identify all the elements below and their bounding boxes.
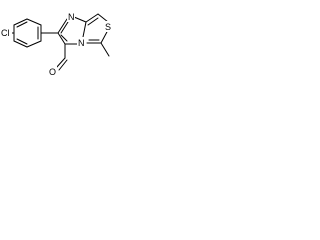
bond <box>82 21 87 38</box>
structure-diagram: Cl N N S O <box>0 0 154 80</box>
thiazole-ring <box>85 13 109 44</box>
chlorine-label: Cl <box>1 28 10 38</box>
bond <box>13 40 28 48</box>
bond <box>97 13 109 23</box>
double-bond-inner <box>16 21 28 28</box>
label-nitrogen-top: N <box>67 11 75 22</box>
nitrogen-label: N <box>78 38 85 48</box>
oxygen-label: O <box>49 67 56 77</box>
chlorophenyl-ring <box>13 18 42 48</box>
nitrogen-label: N <box>68 12 75 22</box>
formyl-double-bond <box>58 59 68 71</box>
label-sulfur: S <box>104 21 112 32</box>
double-bond-inner <box>16 38 28 45</box>
label-oxygen: O <box>48 66 57 77</box>
formyl-bond <box>55 57 66 69</box>
bond <box>13 18 28 26</box>
label-nitrogen-bridge: N <box>77 37 85 48</box>
double-bond-inner <box>87 17 99 26</box>
bond <box>73 16 87 23</box>
double-bond-inner <box>60 34 68 42</box>
bond <box>26 40 42 48</box>
molecule-drawing: Cl N N S O <box>0 11 112 77</box>
double-bond-inner <box>60 21 69 34</box>
sulfur-label: S <box>105 22 111 32</box>
label-chlorine: Cl <box>0 27 12 38</box>
methyl-bond <box>100 42 110 57</box>
bond <box>100 29 109 44</box>
bond <box>57 32 66 45</box>
bond <box>26 18 42 26</box>
imidazole-ring <box>57 16 87 45</box>
bond <box>57 18 68 34</box>
bond <box>85 13 99 23</box>
